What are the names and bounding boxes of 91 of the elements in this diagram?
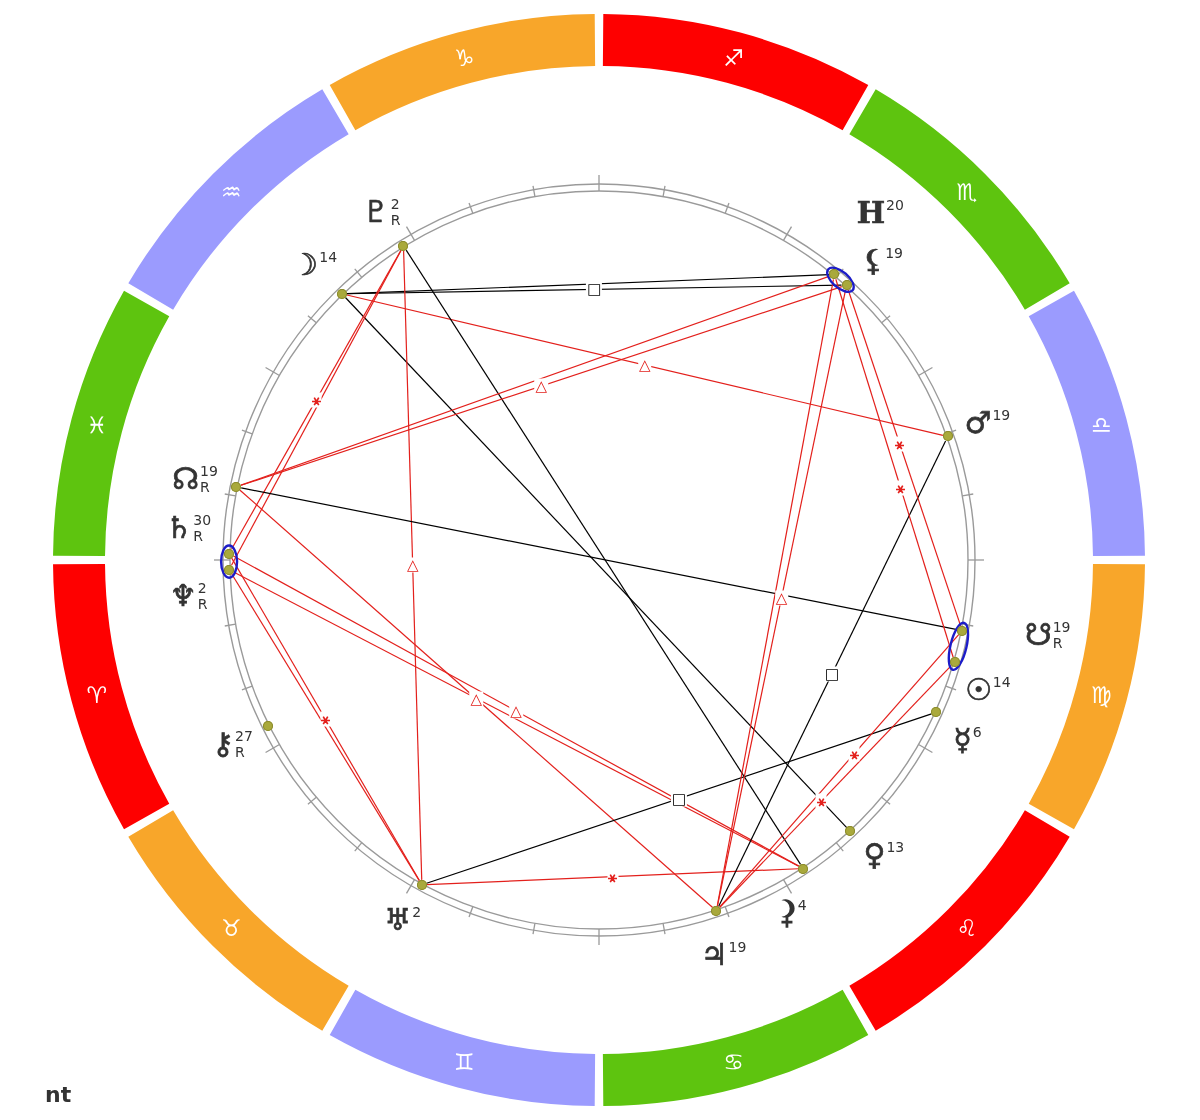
footer-text: nt — [45, 1084, 72, 1106]
planet-dot — [949, 657, 960, 667]
planet-dot — [931, 707, 942, 718]
aspect-symbol: □ — [586, 281, 603, 297]
aspect-symbol: △ — [469, 691, 484, 707]
planet-glyph: ♆ — [169, 580, 197, 611]
planet-glyph: ☊ — [172, 463, 199, 494]
aspect-line — [239, 489, 714, 909]
degree-number: 27 — [234, 728, 253, 743]
aspect-symbol: ⚹ — [815, 793, 827, 809]
planet-dot — [231, 481, 242, 492]
degree-number: 19 — [885, 246, 903, 261]
aspect-line — [835, 278, 954, 658]
zodiac-sign-symbol: ♍ — [1090, 683, 1112, 707]
degree-number: 14 — [319, 250, 338, 265]
planet-dot — [224, 564, 235, 575]
planet-glyph: ♇ — [362, 197, 390, 228]
planet-dot — [957, 625, 968, 636]
zodiac-sign-symbol: ♎ — [1090, 413, 1112, 437]
planet-dot — [416, 879, 427, 890]
retrograde-mark: R — [1052, 636, 1064, 651]
aspect-symbol: □ — [671, 791, 688, 807]
planet-dot — [841, 280, 852, 291]
planet-dot — [798, 863, 809, 874]
aspect-symbol: △ — [638, 357, 652, 373]
degree-number: 19 — [200, 463, 218, 478]
planet-glyph: ♃ — [700, 939, 728, 970]
aspect-symbol: ⚹ — [894, 436, 906, 452]
aspect-symbol: ⚹ — [848, 746, 860, 762]
zodiac-sign-symbol: ♓ — [86, 413, 107, 437]
degree-number: 30 — [193, 512, 212, 527]
degree-number: 4 — [797, 898, 807, 913]
planet-dot — [224, 548, 235, 559]
planet-glyph: ☿ — [953, 724, 972, 755]
zodiac-sign-symbol: ♈ — [86, 683, 107, 707]
aspect-symbol: △ — [774, 590, 789, 606]
degree-number: 13 — [886, 839, 905, 854]
degree-number: 2 — [197, 580, 208, 595]
aspect-line — [344, 296, 848, 829]
degree-number: 2 — [390, 197, 401, 212]
planet-glyph: ☉ — [964, 675, 992, 706]
planet-glyph: ⚸ — [862, 246, 885, 277]
aspect-symbol: △ — [509, 703, 523, 719]
planet-glyph: H — [856, 197, 886, 228]
planet-glyph: ⚷ — [212, 728, 234, 759]
zodiac-sign-symbol: ♐ — [723, 46, 744, 70]
planet-dot — [336, 288, 347, 299]
retrograde-mark: R — [390, 213, 401, 228]
aspect-symbol: ⚹ — [320, 711, 331, 727]
planet-dot — [263, 720, 274, 731]
degree-number: 14 — [992, 675, 1011, 690]
zodiac-sign-symbol: ♋ — [723, 1050, 744, 1074]
aspect-line — [240, 487, 958, 631]
aspect-line — [426, 868, 799, 886]
zodiac-sign-symbol: ♑ — [454, 46, 475, 70]
aspect-line — [718, 440, 947, 907]
zodiac-sign-symbol: ♉ — [221, 916, 242, 940]
aspect-symbol: ⚹ — [310, 392, 322, 408]
planet-dot — [398, 240, 409, 251]
degree-number: 19 — [992, 407, 1011, 422]
planet-dot — [829, 269, 840, 280]
aspect-symbol: □ — [824, 666, 841, 682]
planet-dot — [711, 905, 722, 916]
degree-number: 19 — [1052, 620, 1071, 635]
degree-number: 2 — [412, 905, 422, 919]
degree-number: 20 — [886, 197, 904, 212]
aspect-symbol: △ — [534, 378, 549, 394]
retrograde-mark: R — [197, 596, 208, 611]
aspect-line — [346, 294, 944, 436]
planet-dot — [942, 431, 953, 442]
zodiac-sign-symbol: ♒ — [221, 180, 242, 204]
aspect-line — [426, 713, 933, 884]
aspect-symbol: ⚹ — [895, 480, 906, 496]
zodiac-sign-symbol: ♏ — [956, 180, 977, 204]
planet-glyph: ☽ — [291, 250, 319, 281]
retrograde-mark: R — [200, 479, 211, 494]
retrograde-mark: R — [234, 744, 246, 759]
planet-glyph: ♅ — [384, 905, 412, 935]
degree-number: 6 — [972, 724, 982, 739]
zodiac-sign-symbol: ♊ — [454, 1050, 475, 1074]
zodiac-sign-symbol: ♌ — [956, 916, 977, 940]
degree-number: 19 — [728, 939, 747, 954]
retrograde-mark: R — [193, 528, 205, 543]
aspect-line — [405, 249, 802, 865]
planet-glyph: ♂ — [964, 407, 992, 438]
planet-glyph: ♀ — [863, 839, 886, 870]
planet-glyph: ☋ — [1025, 620, 1052, 651]
aspect-line — [403, 250, 423, 881]
aspect-symbol: △ — [405, 557, 420, 573]
planet-glyph: ♄ — [165, 512, 193, 543]
planet-dot — [845, 826, 856, 837]
